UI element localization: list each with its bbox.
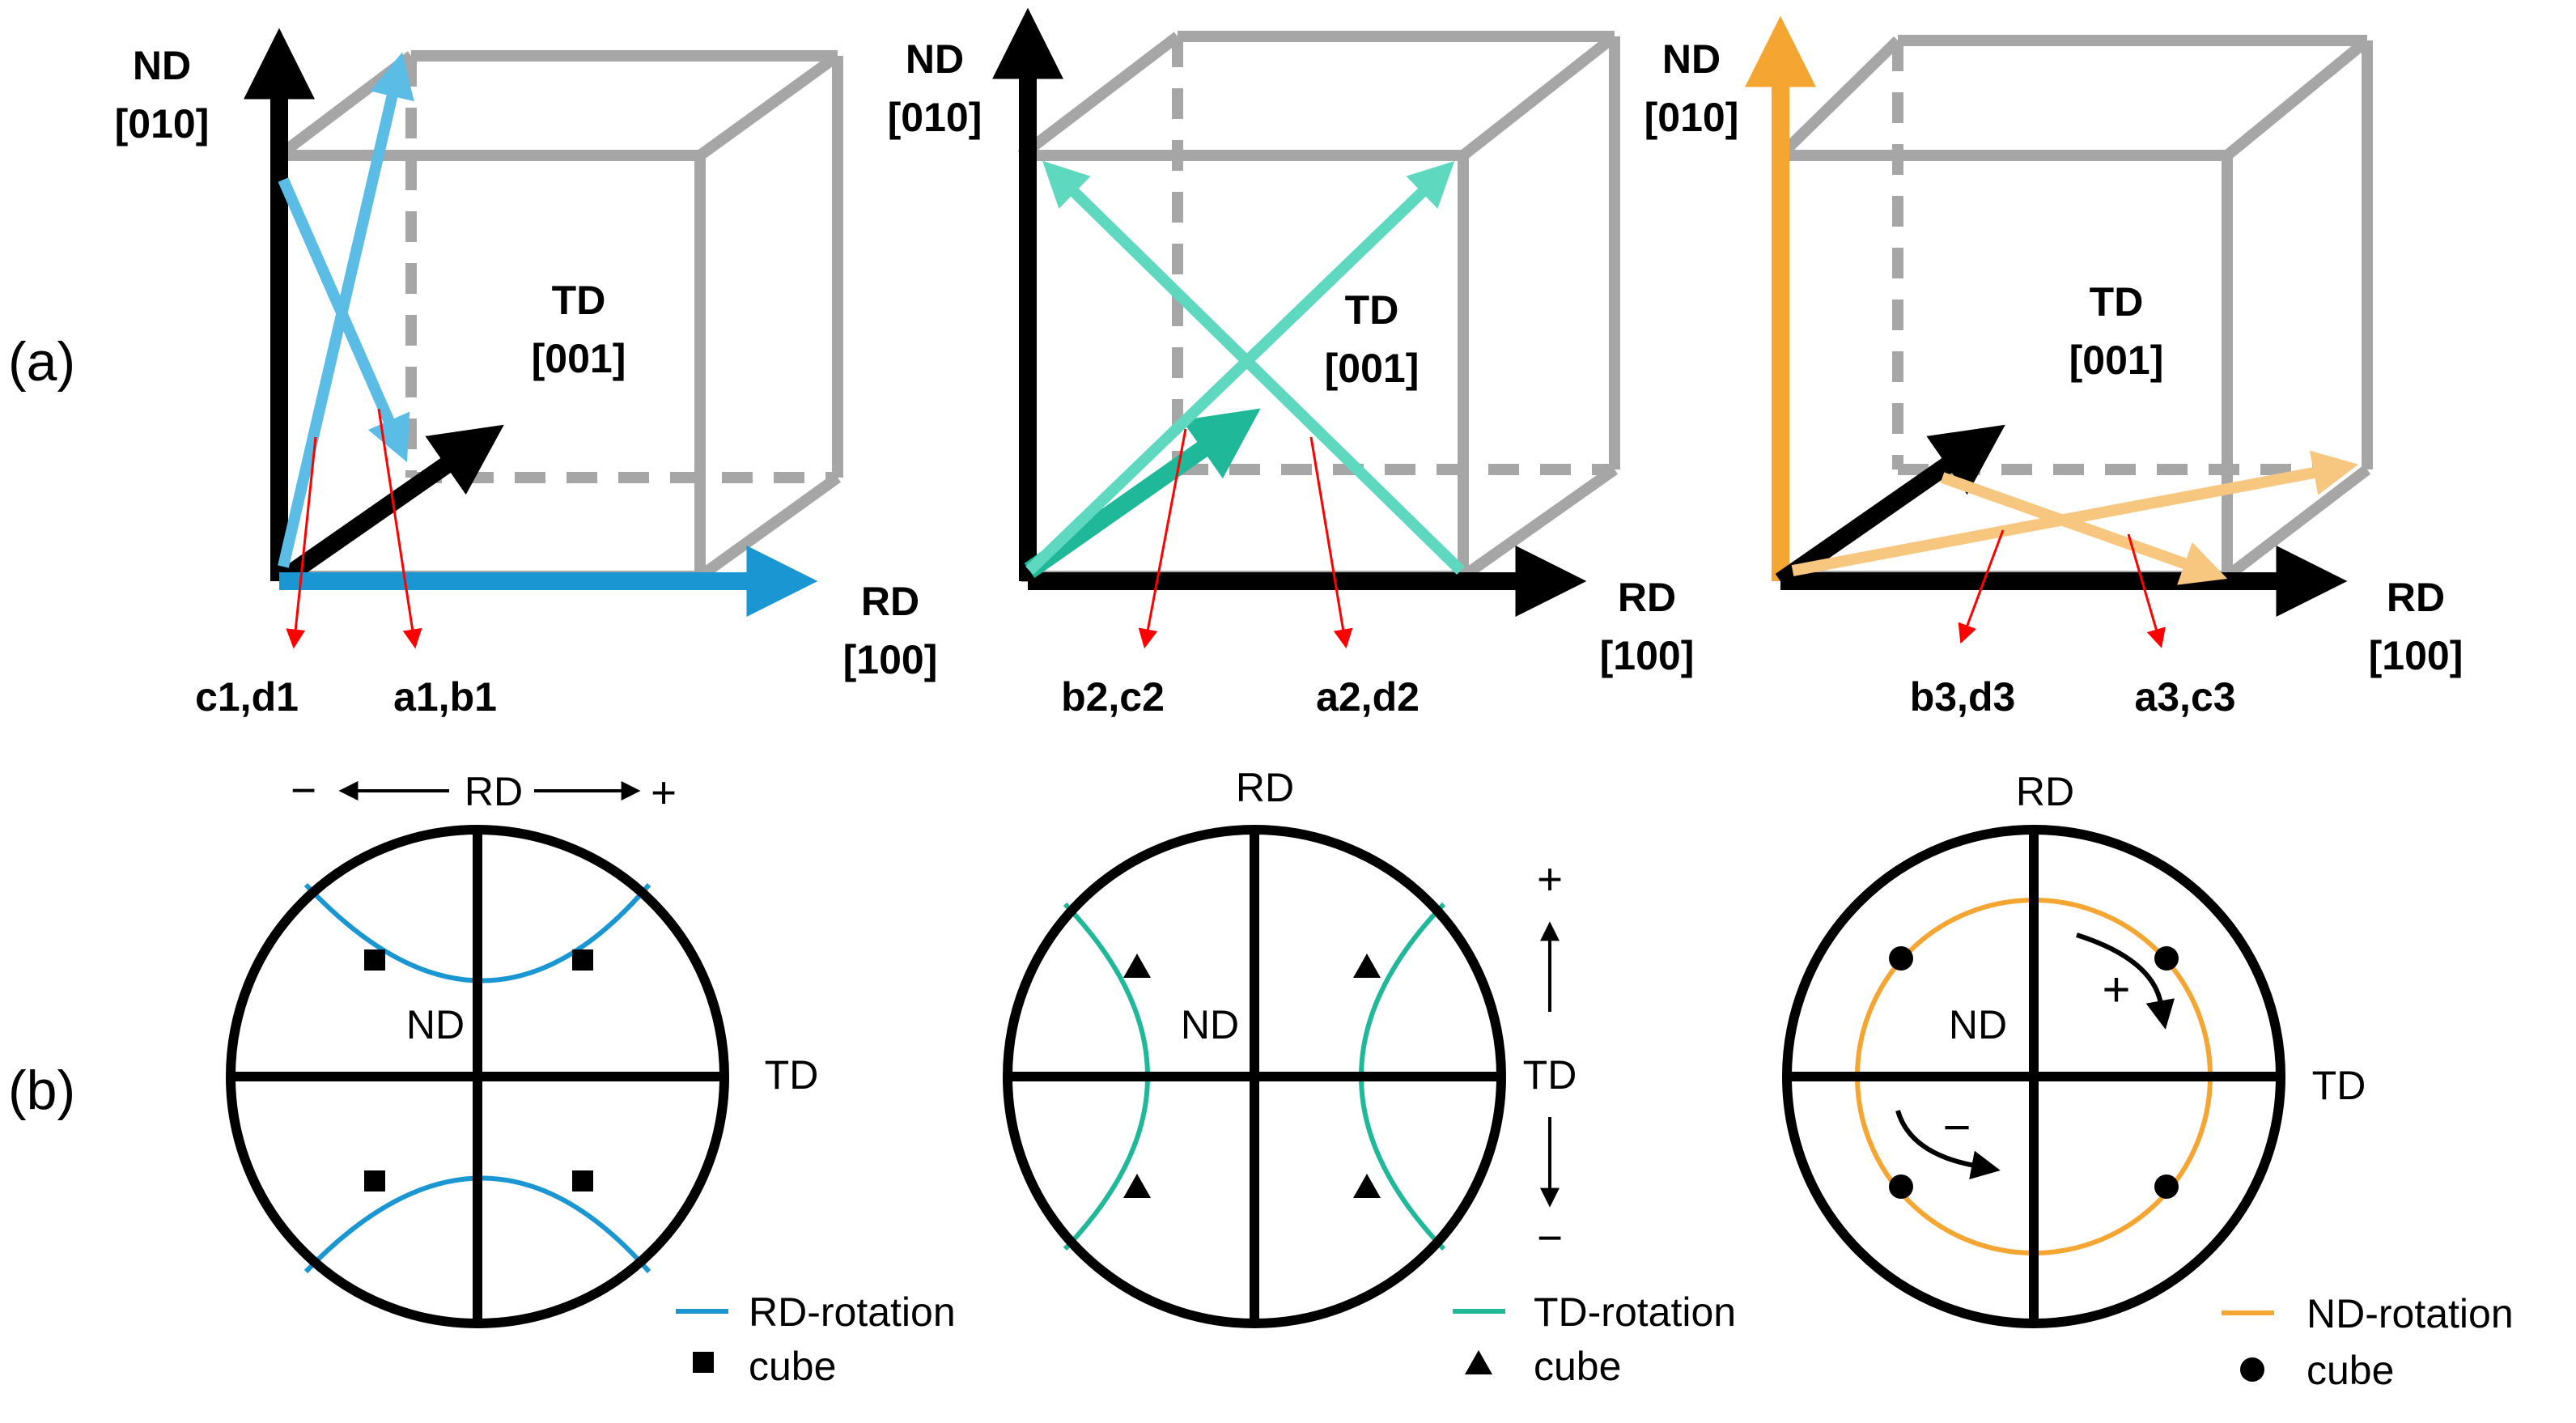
- pointer-label: c1,d1: [195, 674, 299, 720]
- cube-marker-square: [364, 1170, 385, 1191]
- td-axis-arrow: [1024, 408, 1261, 579]
- pole-figure-td-rotation: RD ND + TD − TD-rotation cube: [1003, 765, 1736, 1389]
- pointer-label: b3,d3: [1910, 674, 2016, 720]
- pointer-label: a3,c3: [2134, 674, 2235, 720]
- td-label: TD: [765, 1052, 819, 1098]
- legend-marker-label: cube: [1534, 1344, 1621, 1389]
- rd-label: RD: [2016, 769, 2074, 814]
- rd-index: [100]: [2369, 633, 2464, 678]
- td-label: TD: [2312, 1063, 2366, 1108]
- pointer-label: b2,c2: [1061, 674, 1165, 720]
- pointer-arrow: [377, 408, 422, 649]
- minus-sign: −: [1942, 1100, 1971, 1154]
- rd-label: RD: [1236, 765, 1294, 810]
- pointer-arrow: [1138, 428, 1187, 649]
- cube-marker-square: [572, 949, 593, 971]
- nd-label: ND: [1662, 36, 1721, 82]
- rotated-axis-arrow: [1025, 160, 1455, 576]
- nd-label: ND: [406, 1002, 465, 1047]
- cube-marker-triangle: [1123, 954, 1151, 978]
- legend-square-icon: [693, 1352, 714, 1373]
- td-index: [001]: [2069, 338, 2164, 383]
- rotated-axis-arrow: [1042, 160, 1465, 576]
- td-label: TD: [1523, 1052, 1577, 1098]
- td-axis-arrow: [1775, 424, 2005, 589]
- legend-marker-label: cube: [749, 1344, 836, 1389]
- cube-marker-triangle: [1353, 954, 1381, 978]
- panel-label-a: (a): [8, 331, 75, 393]
- minus-sign: −: [1537, 1213, 1563, 1263]
- legend-line-label: TD-rotation: [1534, 1289, 1736, 1335]
- pointer-arrow: [1309, 436, 1353, 649]
- rotation-arrow-negative: [1895, 1110, 2001, 1180]
- rotated-axis-arrow: [1940, 472, 2228, 585]
- pointer-arrow: [286, 436, 317, 649]
- cube-marker-triangle: [1123, 1174, 1151, 1198]
- nd-index: [010]: [1644, 95, 1739, 140]
- td-index: [001]: [1325, 346, 1420, 391]
- plus-sign: +: [651, 767, 677, 818]
- rd-label: RD: [1618, 575, 1676, 620]
- cube-diagram-td: ND [010] TD [001] RD [100] b2,c2 a2,d2: [888, 7, 1695, 720]
- legend-line-label: ND-rotation: [2307, 1291, 2514, 1336]
- rd-label: RD: [2387, 575, 2445, 620]
- cube-marker-square: [572, 1170, 593, 1191]
- panel-label-b: (b): [8, 1060, 75, 1121]
- cube-marker-triangle: [1353, 1174, 1381, 1198]
- nd-index: [010]: [115, 101, 210, 147]
- rotated-axis-arrow: [278, 52, 414, 568]
- nd-index: [010]: [888, 95, 982, 140]
- plus-sign: +: [2102, 962, 2130, 1017]
- nd-label: ND: [1181, 1002, 1239, 1047]
- cube-marker-circle: [1889, 1175, 1913, 1199]
- minus-sign: −: [291, 765, 316, 815]
- pointer-label: a1,b1: [393, 674, 497, 720]
- rotation-arrow-positive: [2076, 932, 2175, 1030]
- rd-label: RD: [861, 579, 919, 624]
- cube-marker-circle: [2154, 946, 2179, 971]
- legend-circle-icon: [2240, 1357, 2264, 1382]
- rotated-axis-arrow: [278, 177, 410, 463]
- plus-sign: +: [1537, 854, 1563, 904]
- nd-label: ND: [133, 43, 191, 88]
- rd-index: [100]: [843, 637, 938, 682]
- legend-triangle-icon: [1465, 1350, 1492, 1374]
- cube-diagram-nd: ND [010] TD [001] RD [100] b3,d3 a3,c3: [1644, 15, 2464, 720]
- td-label: TD: [1345, 287, 1399, 333]
- cube-diagram-rd: ND [010] TD [001] RD [100] c1,d1 a1,b1: [115, 28, 938, 720]
- pointer-arrow: [2127, 533, 2166, 648]
- rd-index: [100]: [1600, 633, 1695, 678]
- pole-figure-rd-rotation: RD − + ND TD RD-rotation cube: [226, 765, 956, 1389]
- cube-marker-circle: [1889, 946, 1913, 971]
- pole-figure-nd-rotation: + − RD ND TD ND-rotation cube: [1782, 769, 2514, 1393]
- td-label: TD: [2090, 279, 2144, 325]
- legend-marker-label: cube: [2307, 1348, 2394, 1393]
- cube-frame: [1776, 35, 2373, 582]
- legend-line-label: RD-rotation: [749, 1289, 956, 1335]
- pointer-arrow: [1958, 529, 2005, 644]
- rd-label: RD: [465, 769, 523, 814]
- td-axis-arrow: [274, 424, 504, 589]
- cube-marker-square: [364, 949, 385, 971]
- nd-label: ND: [906, 36, 964, 82]
- td-label: TD: [552, 278, 606, 323]
- cube-marker-circle: [2154, 1175, 2179, 1199]
- td-index: [001]: [532, 336, 626, 381]
- nd-label: ND: [1949, 1002, 2007, 1047]
- pointer-label: a2,d2: [1316, 674, 1420, 720]
